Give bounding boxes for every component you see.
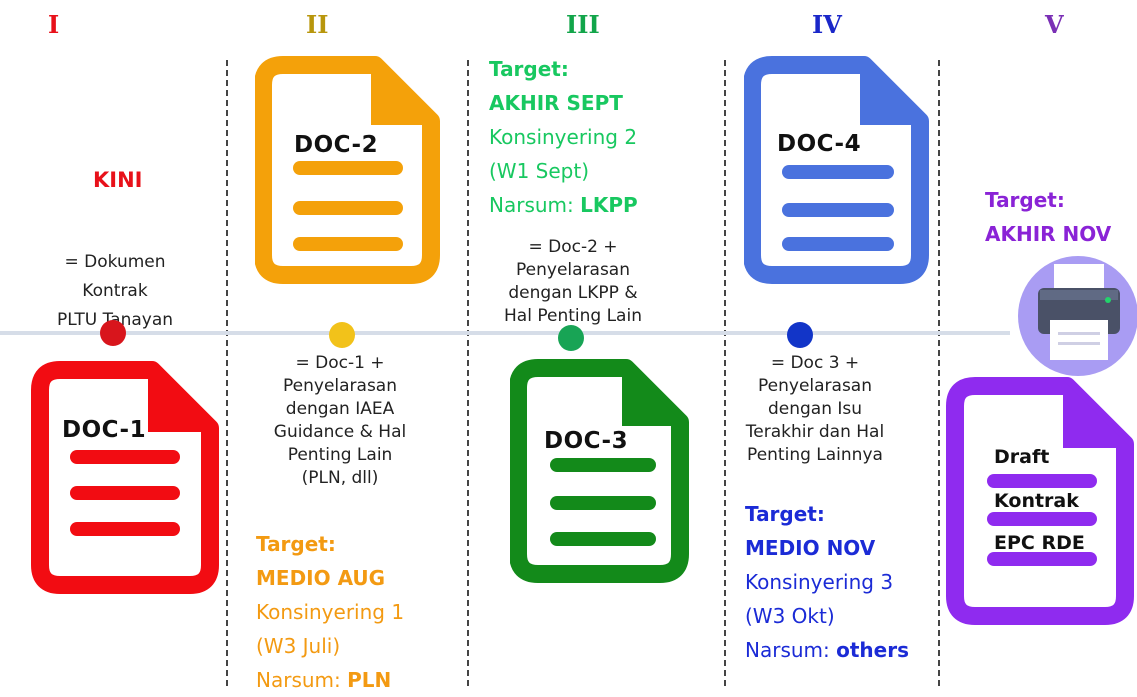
printer-icon — [1018, 256, 1137, 376]
desc-line: = Doc 3 + — [770, 353, 860, 373]
phase-5-target: Target: AKHIR NOV — [985, 183, 1111, 251]
phase-5-numeral: V — [1045, 10, 1064, 39]
target-label: Target: — [745, 502, 825, 526]
current-status-heading: KINI — [93, 168, 143, 192]
desc-line: = Dokumen — [64, 252, 166, 272]
week: (W3 Okt) — [745, 604, 835, 628]
target-label: Target: — [256, 532, 336, 556]
desc-line: Penyelarasan — [758, 376, 872, 396]
target-date: MEDIO AUG — [256, 566, 386, 590]
desc-line: Penyelarasan — [516, 260, 630, 280]
phase-2-target: Target: MEDIO AUG Konsinyering 1 (W3 Jul… — [256, 527, 404, 697]
desc-line: dengan Isu — [767, 399, 863, 419]
desc-line: Penting Lainnya — [747, 445, 883, 465]
desc-line: Penting Lain — [287, 445, 393, 465]
target-date: AKHIR SEPT — [489, 91, 623, 115]
desc-line: = Doc-2 + — [528, 237, 618, 257]
desc-line: Penyelarasan — [283, 376, 397, 396]
narsum-value: others — [836, 638, 909, 662]
phase-divider — [938, 60, 940, 686]
phase-3-target: Target: AKHIR SEPT Konsinyering 2 (W1 Se… — [489, 52, 638, 222]
narsum-label: Narsum: — [745, 638, 830, 662]
document-icon — [510, 359, 689, 583]
phase-divider — [724, 60, 726, 686]
phase-3-description: = Doc-2 + Penyelarasan dengan LKPP & Hal… — [478, 236, 668, 328]
desc-line: Hal Penting Lain — [504, 306, 642, 326]
desc-line: dengan IAEA — [285, 399, 395, 419]
phase-4-numeral: IV — [812, 10, 842, 39]
desc-line: Guidance & Hal — [273, 422, 407, 442]
narsum-label: Narsum: — [256, 668, 341, 692]
desc-line: Terakhir dan Hal — [745, 422, 885, 442]
document-icon — [744, 56, 929, 284]
draft-line-1: Draft — [994, 446, 1050, 468]
document-icon — [946, 377, 1134, 625]
desc-line: dengan LKPP & — [508, 283, 638, 303]
phase-2-description: = Doc-1 + Penyelarasan dengan IAEA Guida… — [240, 352, 440, 490]
phase-divider — [467, 60, 469, 686]
draft-line-3: EPC RDE — [994, 532, 1085, 554]
desc-line: (PLN, dll) — [301, 468, 379, 488]
doc-3-label: DOC-3 — [544, 428, 629, 454]
doc-2-label: DOC-2 — [294, 132, 379, 158]
phase-1-numeral: I — [48, 10, 60, 39]
doc-1-label: DOC-1 — [62, 417, 147, 443]
draft-line-2: Kontrak — [994, 490, 1079, 512]
narsum-label: Narsum: — [489, 193, 574, 217]
konsinyering: Konsinyering 1 — [256, 600, 405, 624]
document-icon — [255, 56, 440, 284]
phase-4-target: Target: MEDIO NOV Konsinyering 3 (W3 Okt… — [745, 497, 909, 667]
week: (W1 Sept) — [489, 159, 589, 183]
document-icon — [31, 361, 219, 594]
target-label: Target: — [985, 188, 1065, 212]
phase-3-numeral: III — [566, 10, 600, 39]
narsum-value: LKPP — [580, 193, 638, 217]
timeline-dot-2 — [329, 322, 355, 348]
desc-line: = Doc-1 + — [295, 353, 385, 373]
phase-divider — [226, 60, 228, 686]
konsinyering: Konsinyering 3 — [745, 570, 894, 594]
target-date: AKHIR NOV — [985, 222, 1112, 246]
phase-4-description: = Doc 3 + Penyelarasan dengan Isu Terakh… — [720, 352, 910, 467]
target-label: Target: — [489, 57, 569, 81]
timeline-axis — [0, 331, 1010, 335]
timeline-dot-4 — [787, 322, 813, 348]
week: (W3 Juli) — [256, 634, 341, 658]
desc-line: Kontrak — [82, 281, 148, 301]
phase-2-numeral: II — [306, 10, 329, 39]
target-date: MEDIO NOV — [745, 536, 876, 560]
narsum-value: PLN — [347, 668, 392, 692]
timeline-dot-3 — [558, 325, 584, 351]
konsinyering: Konsinyering 2 — [489, 125, 638, 149]
timeline-dot-1 — [100, 320, 126, 346]
doc-4-label: DOC-4 — [777, 131, 862, 157]
